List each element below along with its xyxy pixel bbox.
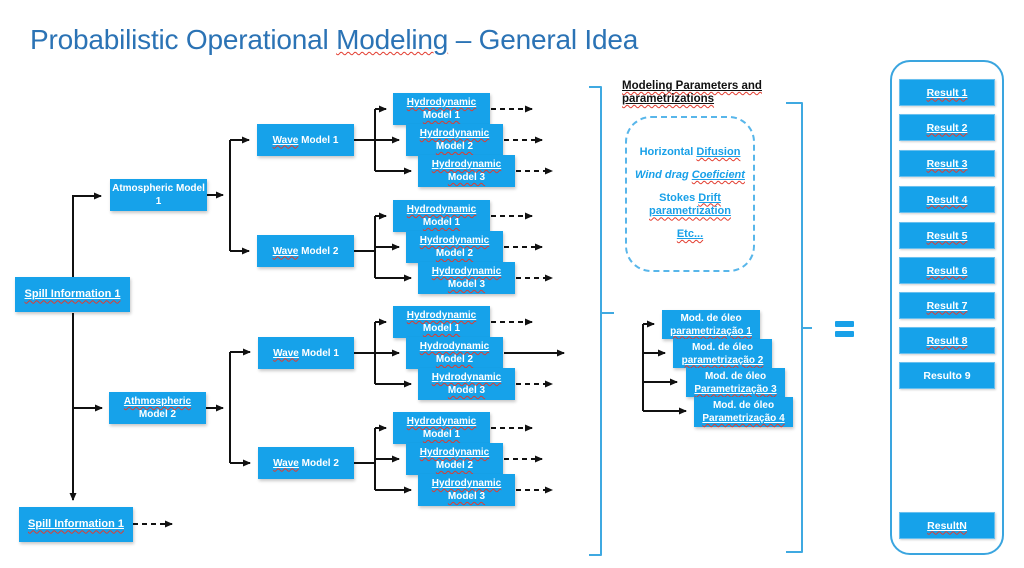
- oil-model-parametrization-1-box: Mod. de óleo parametrização 1: [662, 310, 760, 339]
- wave-model-2-box-a: Wave Model 2: [257, 235, 354, 267]
- oil-model-parametrization-2-box: Mod. de óleo parametrização 2: [673, 339, 772, 368]
- parameter-item: Stokes Drift parametrization: [649, 191, 731, 218]
- hydrodynamic-model-3-box: Hydrodynamic Model 3: [418, 474, 515, 506]
- result-box: Result 6: [899, 257, 995, 284]
- result-box: Resulto 9: [899, 362, 995, 389]
- slide-title: Probabilistic Operational Modeling – Gen…: [30, 24, 639, 55]
- result-n-box: ResultN: [899, 512, 995, 539]
- spill-information-1-bottom-box: Spill Information 1: [19, 507, 133, 542]
- equals-icon: [835, 321, 854, 337]
- hydrodynamic-model-1-box: Hydrodynamic Model 1: [393, 93, 490, 125]
- hydrodynamic-model-2-box: Hydrodynamic Model 2: [406, 231, 503, 263]
- parameters-panel: Horizontal Difusion Wind drag Coeficient…: [625, 116, 755, 272]
- hydrodynamic-model-1-box: Hydrodynamic Model 1: [393, 412, 490, 444]
- result-box: Result 4: [899, 186, 995, 213]
- oil-model-parametrization-4-box: Mod. de óleo Parametrização 4: [694, 397, 793, 427]
- result-box: Result 5: [899, 222, 995, 249]
- hydrodynamic-model-2-box: Hydrodynamic Model 2: [406, 337, 503, 369]
- result-box: Result 8: [899, 327, 995, 354]
- hydrodynamic-model-2-box: Hydrodynamic Model 2: [406, 443, 503, 475]
- dashed-arrows: [133, 105, 951, 528]
- hydrodynamic-model-2-box: Hydrodynamic Model 2: [406, 124, 503, 156]
- solid-arrows: [69, 105, 687, 501]
- atmospheric-model-1-box: Atmospheric Model 1: [110, 179, 207, 211]
- hydrodynamic-model-3-box: Hydrodynamic Model 3: [418, 155, 515, 187]
- left-bracket: [589, 86, 602, 556]
- result-box: Result 2: [899, 114, 995, 141]
- athmospheric-model-2-box: Athmospheric Model 2: [109, 392, 206, 424]
- hydrodynamic-model-3-box: Hydrodynamic Model 3: [418, 368, 515, 400]
- result-box: Result 1: [899, 79, 995, 106]
- result-box: Result 7: [899, 292, 995, 319]
- result-box: Result 3: [899, 150, 995, 177]
- wave-model-2-box-b: Wave Model 2: [258, 447, 354, 479]
- hydrodynamic-model-1-box: Hydrodynamic Model 1: [393, 306, 490, 338]
- parameters-heading: Modeling Parameters and parametrizations: [622, 80, 762, 106]
- spill-information-1-top-box: Spill Information 1: [15, 277, 130, 312]
- hydrodynamic-model-3-box: Hydrodynamic Model 3: [418, 262, 515, 294]
- right-bracket: [786, 102, 803, 553]
- parameter-item: Etc...: [676, 228, 704, 241]
- parameter-item: Wind drag Coeficient: [635, 168, 745, 181]
- parameter-item: Horizontal Difusion: [639, 146, 741, 159]
- oil-model-parametrization-3-box: Mod. de óleo Parametrização 3: [686, 368, 785, 397]
- wave-model-1-box-a: Wave Model 1: [257, 124, 354, 156]
- wave-model-1-box-b: Wave Model 1: [258, 337, 354, 369]
- hydrodynamic-model-1-box: Hydrodynamic Model 1: [393, 200, 490, 232]
